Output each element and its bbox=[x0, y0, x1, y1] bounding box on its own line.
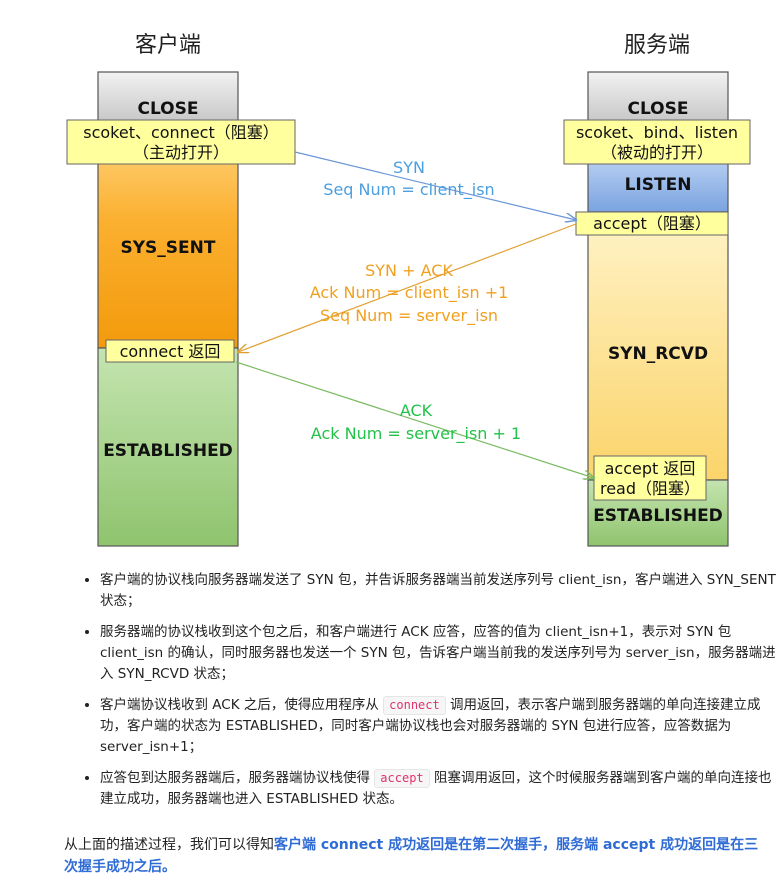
bullet-text: 调用返回，表示客户端到服务器端的单向连接建立成功，客户端的状态为 ESTABLI… bbox=[100, 697, 761, 755]
server-state-syn-rcvd: SYN_RCVD bbox=[608, 344, 708, 364]
server-state-close: CLOSE bbox=[627, 99, 688, 119]
server-read-block-label: read（阻塞） bbox=[600, 479, 700, 498]
client-state-close: CLOSE bbox=[137, 99, 198, 119]
syn-ack-msg-line1: SYN + ACK bbox=[365, 261, 453, 280]
server-column: CLOSE LISTEN SYN_RCVD ESTABLISHED scoket… bbox=[563, 71, 751, 547]
syn-msg-line2: Seq Num = client_isn bbox=[323, 180, 494, 200]
syn-arrow bbox=[294, 151, 576, 220]
client-column: CLOSE SYS_SENT ESTABLISHED scoket、connec… bbox=[66, 71, 296, 547]
client-state-syn-sent: SYS_SENT bbox=[121, 238, 216, 258]
server-syn-rcvd-block bbox=[587, 211, 729, 481]
summary-paragraph: 从上面的描述过程，我们可以得知客户端 connect 成功返回是在第二次握手，服… bbox=[64, 834, 764, 878]
client-connect-return-label: connect 返回 bbox=[120, 342, 221, 361]
server-accept-block-label: accept（阻塞） bbox=[593, 214, 711, 233]
ack-msg-line2: Ack Num = server_isn + 1 bbox=[311, 424, 521, 444]
bullet-text: 应答包到达服务器端后，服务器端协议栈使得 bbox=[100, 770, 375, 786]
server-accept-return-note bbox=[593, 455, 707, 501]
syn-msg-line1: SYN bbox=[393, 158, 425, 177]
client-title: 客户端 bbox=[135, 33, 201, 58]
syn-ack-msg-line2: Ack Num = client_isn +1 bbox=[310, 283, 509, 303]
description-list: 客户端的协议栈向服务器端发送了 SYN 包，并告诉服务器端当前发送序列号 cli… bbox=[78, 570, 780, 820]
server-accept-block-note bbox=[575, 211, 729, 236]
ack-msg-line1: ACK bbox=[400, 401, 433, 420]
bullet-text: 服务器端的协议栈收到这个包之后，和客户端进行 ACK 应答，应答的值为 clie… bbox=[100, 624, 776, 682]
summary-prefix: 从上面的描述过程，我们可以得知 bbox=[64, 837, 274, 853]
bullet-text: 客户端协议栈收到 ACK 之后，使得应用程序从 bbox=[100, 697, 384, 713]
client-note-line2: （主动打开） bbox=[133, 143, 229, 162]
server-socket-bind-note bbox=[563, 119, 751, 165]
server-note-line2: （被动的打开） bbox=[601, 143, 713, 162]
list-item: 应答包到达服务器端后，服务器端协议栈使得 accept 阻塞调用返回，这个时候服… bbox=[100, 768, 780, 810]
list-item: 服务器端的协议栈收到这个包之后，和客户端进行 ACK 应答，应答的值为 clie… bbox=[100, 622, 780, 685]
client-syn-sent-block bbox=[97, 133, 239, 349]
ack-arrow bbox=[235, 361, 594, 478]
syn-ack-arrow bbox=[238, 223, 577, 352]
server-accept-return-label: accept 返回 bbox=[605, 459, 696, 478]
server-title: 服务端 bbox=[624, 33, 690, 58]
server-note-line1: scoket、bind、listen bbox=[576, 123, 738, 142]
list-item: 客户端协议栈收到 ACK 之后，使得应用程序从 connect 调用返回，表示客… bbox=[100, 695, 780, 758]
inline-code-connect: connect bbox=[383, 696, 446, 715]
list-item: 客户端的协议栈向服务器端发送了 SYN 包，并告诉服务器端当前发送序列号 cli… bbox=[100, 570, 780, 612]
syn-ack-msg-line3: Seq Num = server_isn bbox=[320, 306, 498, 326]
inline-code-accept: accept bbox=[374, 769, 430, 788]
client-connect-return-note bbox=[105, 339, 235, 363]
client-socket-connect-note bbox=[66, 119, 296, 165]
bullet-text: 客户端的协议栈向服务器端发送了 SYN 包，并告诉服务器端当前发送序列号 cli… bbox=[100, 572, 776, 609]
server-state-established: ESTABLISHED bbox=[593, 506, 723, 526]
client-state-established: ESTABLISHED bbox=[103, 441, 233, 461]
summary-bold: 客户端 connect 成功返回是在第二次握手，服务端 accept 成功返回是… bbox=[64, 837, 759, 875]
client-note-line1: scoket、connect（阻塞） bbox=[83, 123, 279, 142]
tcp-handshake-diagram: 客户端 服务端 CLOSE SYS_SENT ESTABLISHED scoke… bbox=[66, 33, 751, 547]
server-state-listen: LISTEN bbox=[625, 175, 692, 195]
bullet-text: 阻塞调用返回，这个时候服务器端到客户端的单向连接也建立成功，服务器端也进入 ES… bbox=[100, 770, 772, 807]
